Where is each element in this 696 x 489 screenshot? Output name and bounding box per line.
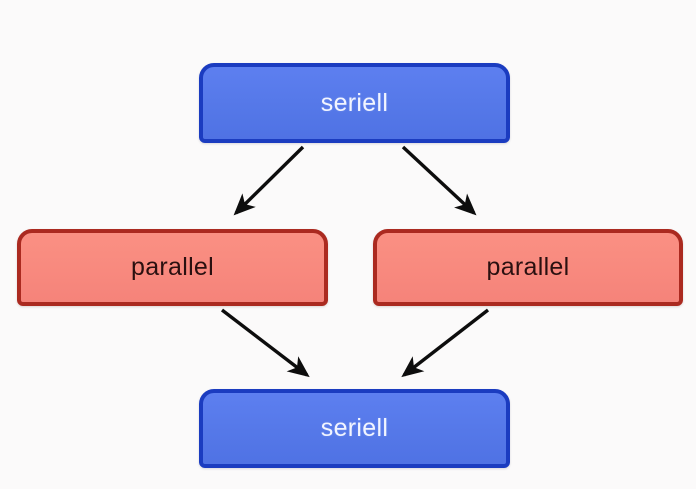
node-parallel-left[interactable]: parallel bbox=[17, 229, 328, 306]
node-label: seriell bbox=[320, 88, 389, 117]
arrow-parallel-left-to-serial-bottom bbox=[220, 308, 310, 378]
node-serial-bottom[interactable]: seriell bbox=[199, 389, 510, 468]
node-serial-top[interactable]: seriell bbox=[199, 63, 510, 143]
arrow-serial-top-to-parallel-left bbox=[233, 145, 305, 216]
arrow-serial-top-to-parallel-right bbox=[401, 145, 477, 216]
node-label: parallel bbox=[130, 253, 214, 281]
node-label: parallel bbox=[486, 253, 570, 281]
node-label: seriell bbox=[320, 414, 389, 442]
node-parallel-right[interactable]: parallel bbox=[373, 229, 683, 306]
arrow-parallel-right-to-serial-bottom bbox=[401, 308, 490, 378]
